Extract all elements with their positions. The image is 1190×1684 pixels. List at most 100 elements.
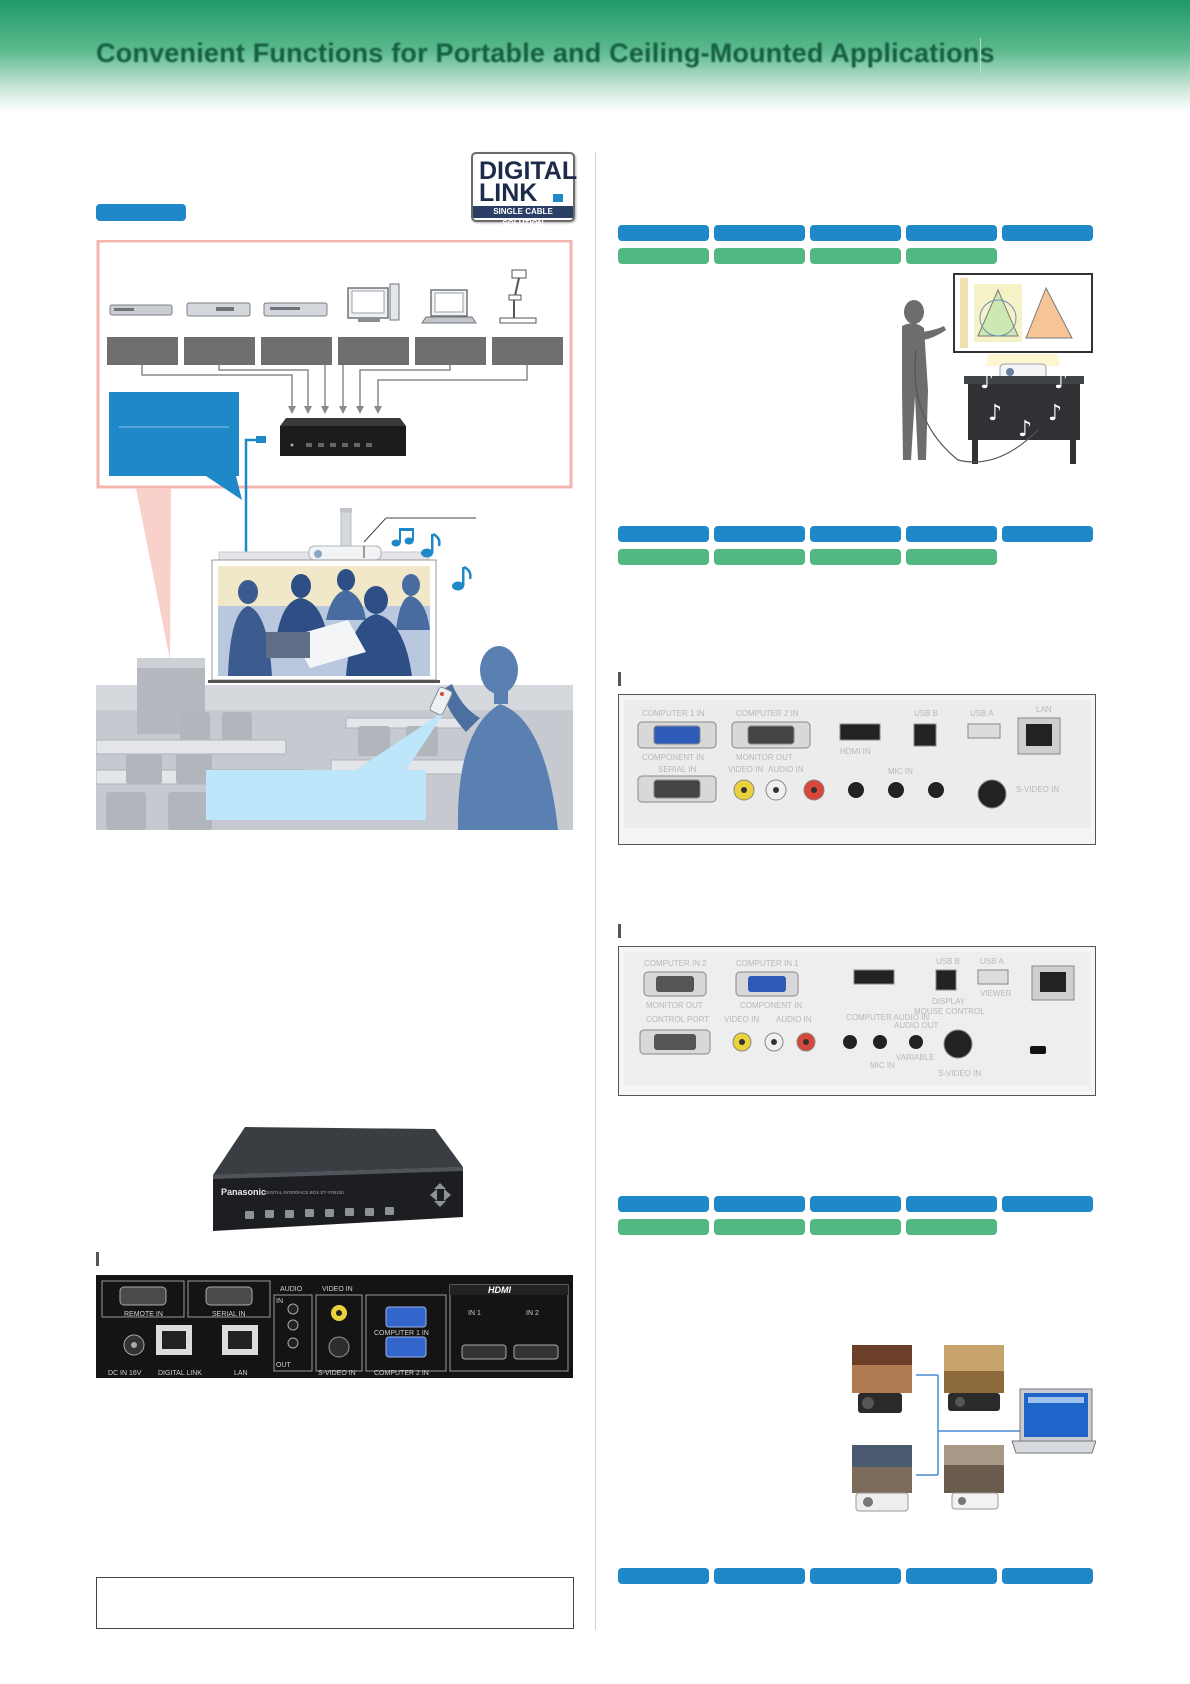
port-label: AUDIO IN — [768, 765, 804, 774]
projector-icon — [858, 1393, 902, 1413]
ceiling-pole — [340, 511, 352, 549]
page-header: Convenient Functions for Portable and Ce… — [0, 0, 1190, 112]
device-label-box — [261, 337, 332, 365]
projection-beam — [986, 354, 1060, 366]
laptop-icon — [1011, 1388, 1096, 1454]
music-note-icon — [391, 528, 414, 547]
logo-line2: LINK — [479, 179, 538, 207]
feature-pill — [906, 549, 997, 565]
feature-pill — [1002, 1568, 1093, 1584]
callout-pointer — [206, 476, 242, 500]
desktop-pc-icon — [347, 283, 400, 322]
projector-icon — [855, 1492, 909, 1512]
projector-rear-panel-2: COMPUTER IN 2 COMPUTER IN 1 USB B USB A … — [618, 946, 1096, 1096]
interface-box-photo: Panasonic DIGITAL INTERFACE BOX ET-YFB10… — [213, 1127, 463, 1231]
feature-pill — [810, 549, 901, 565]
portable-projector-illustration: ♪ ♪ ♪ ♪ ♪ — [902, 273, 1093, 464]
projector-rear-panel-1: COMPUTER 1 IN COMPUTER 2 IN COMPONENT IN… — [618, 694, 1096, 845]
table — [968, 380, 1080, 440]
interface-box-brand: Panasonic — [221, 1187, 266, 1197]
feature-pill — [906, 225, 997, 241]
feature-pill — [618, 1219, 709, 1235]
header-rule — [980, 38, 981, 74]
feature-pill — [618, 225, 709, 241]
port-label: VIDEO IN — [724, 1015, 759, 1024]
feature-pill — [618, 1568, 709, 1584]
vcr-icon — [263, 302, 328, 317]
port-label: MIC IN — [870, 1061, 895, 1070]
feature-pill — [714, 1196, 805, 1212]
feature-pill — [810, 1568, 901, 1584]
port-label: DISPLAY — [932, 997, 966, 1006]
music-note-icon: ♪ ♪ ♪ ♪ ♪ — [980, 369, 1068, 442]
feature-pill — [618, 549, 709, 565]
feature-pill — [618, 1196, 709, 1212]
port-label: S-VIDEO IN — [938, 1069, 981, 1078]
hdmi-label: HDMI — [488, 1285, 511, 1295]
projector-icon — [951, 1492, 999, 1510]
callout-wedge — [136, 488, 171, 660]
port-label: MONITOR OUT — [646, 1001, 703, 1010]
port-label: IN — [276, 1298, 283, 1305]
svg-text:♪: ♪ — [988, 401, 1002, 426]
feature-pill — [1002, 526, 1093, 542]
port-label: S-VIDEO IN — [1016, 785, 1059, 794]
music-note-icon — [421, 532, 441, 558]
feature-pill — [714, 225, 805, 241]
system-frame — [96, 240, 573, 489]
feature-pill — [810, 1219, 901, 1235]
logo-line1: DIGITAL — [479, 157, 578, 185]
feature-pill — [906, 526, 997, 542]
document-camera-icon — [499, 269, 537, 324]
section-tag — [96, 204, 186, 221]
device-label-box — [338, 337, 409, 365]
port-label: LAN — [234, 1370, 248, 1377]
feature-pill — [1002, 225, 1093, 241]
port-label: USB B — [936, 957, 960, 966]
feature-pill — [1002, 1196, 1093, 1212]
port-label: COMPUTER AUDIO IN — [846, 1013, 929, 1022]
feature-pill — [714, 526, 805, 542]
network-lines — [916, 1374, 1022, 1476]
feature-pill — [618, 248, 709, 264]
port-label: IN 2 — [526, 1310, 539, 1317]
port-label: IN 1 — [468, 1310, 481, 1317]
chairs — [106, 712, 438, 830]
port-label: SERIAL IN — [212, 1311, 246, 1318]
device-label-box — [492, 337, 563, 365]
feature-pill — [906, 1219, 997, 1235]
device-label-box — [107, 337, 178, 365]
microphone-cable — [914, 349, 1039, 463]
feature-pill — [810, 248, 901, 264]
feature-pill — [714, 1219, 805, 1235]
page-title: Convenient Functions for Portable and Ce… — [96, 38, 995, 68]
svg-text:♪: ♪ — [980, 369, 994, 394]
port-label: AUDIO IN — [776, 1015, 812, 1024]
svg-text:♪: ♪ — [1018, 417, 1032, 442]
digital-link-cable — [244, 438, 336, 560]
bluray-player-icon — [109, 304, 173, 316]
port-label: VIEWER — [980, 989, 1012, 998]
svg-text:♪: ♪ — [1048, 401, 1062, 426]
port-label: VARIABLE — [896, 1053, 935, 1062]
note-box — [96, 1577, 574, 1629]
feature-pill — [714, 549, 805, 565]
port-label: COMPUTER 2 IN — [374, 1370, 429, 1377]
interface-box-model: DIGITAL INTERFACE BOX ET-YFB100 — [265, 1190, 344, 1195]
projector-icon — [948, 1393, 1000, 1411]
feature-pill — [810, 526, 901, 542]
port-label: SERIAL IN — [658, 765, 697, 774]
port-label: HDMI IN — [840, 747, 871, 756]
feature-pill — [906, 248, 997, 264]
port-label: DIGITAL LINK — [158, 1370, 202, 1377]
port-label: MIC IN — [888, 767, 913, 776]
port-label: VIDEO IN — [728, 765, 763, 774]
port-label: USB B — [914, 709, 938, 718]
port-label: MONITOR OUT — [736, 753, 793, 762]
svg-text:♪: ♪ — [1054, 369, 1068, 394]
port-label: S-VIDEO IN — [318, 1370, 356, 1377]
remote-callout — [206, 770, 426, 820]
digital-link-logo: DIGITAL LINK SINGLE CABLE SOLUTION — [471, 152, 578, 228]
music-note-icon — [452, 565, 472, 591]
laptop-icon — [421, 289, 477, 324]
